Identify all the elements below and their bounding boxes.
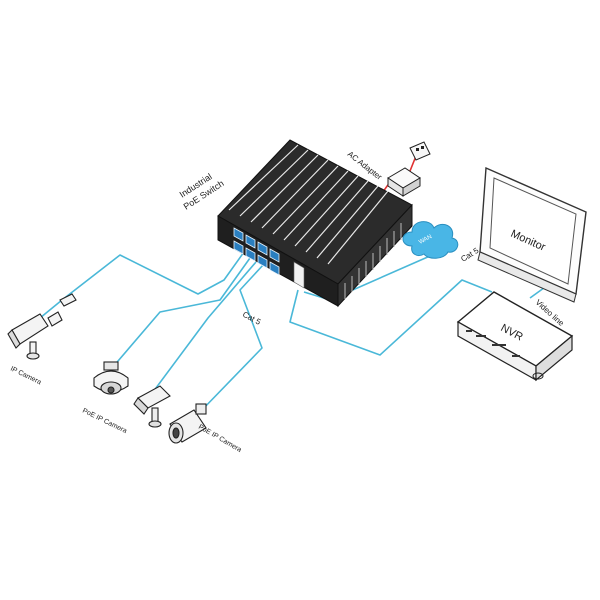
box-camera — [133, 385, 171, 428]
poe-ip-camera-dome-label: PoE IP Camera — [81, 408, 128, 436]
monitor — [477, 166, 587, 303]
cable-to-ip-camera — [61, 251, 245, 301]
ip-camera — [7, 293, 77, 360]
poe-switch — [217, 139, 413, 308]
ip-camera-label: IP Camera — [9, 366, 42, 387]
cable-to-ip-camera-2 — [39, 299, 63, 319]
poe-ip-camera-bullet-label: PoE IP Camera — [197, 424, 243, 454]
switch-uplink-ports — [293, 261, 305, 289]
ethernet-cables — [39, 251, 549, 413]
switch-ports — [233, 227, 280, 276]
cat5-center-label: Cat 5 — [241, 310, 263, 327]
cable-switch-to-nvr — [289, 279, 493, 356]
dome-camera — [93, 361, 129, 395]
cat5-right-label: Cat 5 — [459, 246, 480, 264]
nvr — [456, 291, 574, 382]
cable-to-bullet-camera — [199, 263, 265, 413]
cable-to-dome-camera — [111, 257, 251, 369]
wall-outlet — [409, 141, 431, 161]
ac-adapter — [387, 167, 421, 197]
cable-to-box-camera — [149, 261, 257, 397]
wan-cloud-icon — [402, 221, 459, 259]
switch-side-face — [337, 203, 413, 308]
wan-label: WAN — [418, 234, 433, 246]
bullet-camera — [168, 403, 207, 444]
